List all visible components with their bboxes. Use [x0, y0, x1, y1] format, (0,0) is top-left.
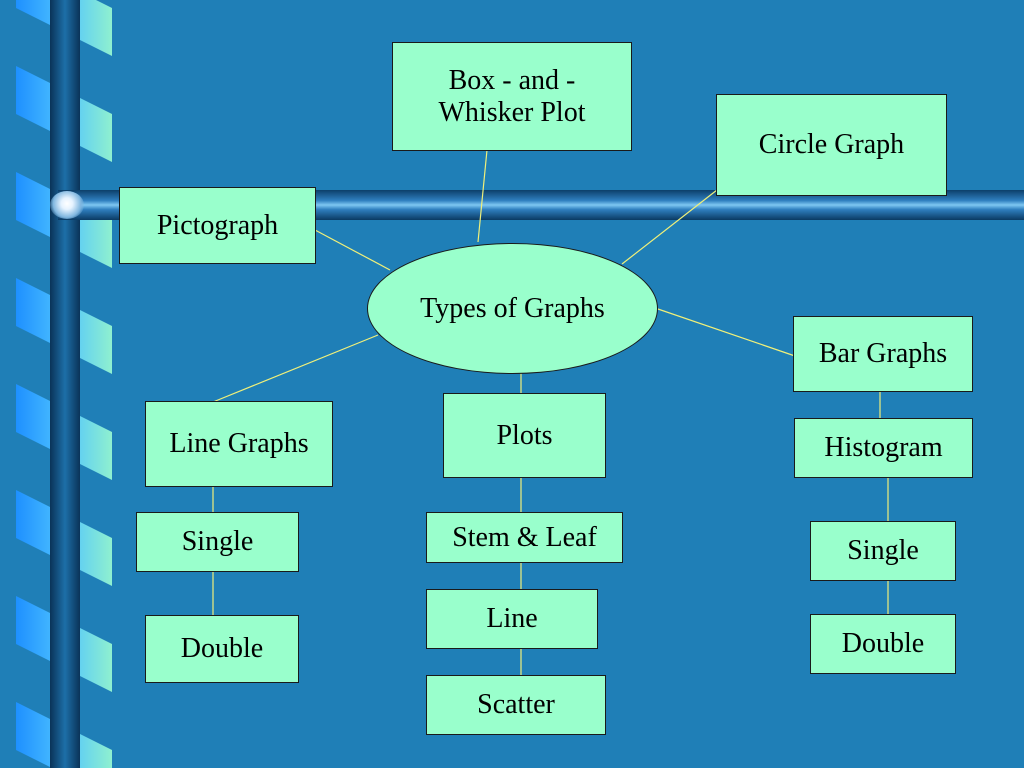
node-line-graphs: Line Graphs — [145, 401, 333, 487]
node-bar-graphs: Bar Graphs — [793, 316, 973, 392]
node-plots: Plots — [443, 393, 606, 478]
spiral-binding-decoration — [0, 0, 112, 768]
link-center-pictograph — [314, 229, 391, 271]
node-circle-graph: Circle Graph — [716, 94, 947, 196]
node-histogram: Histogram — [794, 418, 973, 478]
link-center-line-graphs — [212, 334, 379, 403]
node-pictograph: Pictograph — [119, 187, 316, 264]
link-center-bar-graphs — [654, 307, 796, 357]
node-bar-single: Single — [810, 521, 956, 581]
node-line-single: Single — [136, 512, 299, 572]
node-stem-and-leaf: Stem & Leaf — [426, 512, 623, 563]
node-line-double: Double — [145, 615, 299, 683]
node-types-of-graphs: Types of Graphs — [367, 243, 658, 374]
node-bar-double: Double — [810, 614, 956, 674]
bar-knob-decoration — [50, 191, 84, 219]
node-box-whisker-plot: Box - and - Whisker Plot — [392, 42, 632, 151]
node-line-plot: Line — [426, 589, 598, 649]
node-scatter: Scatter — [426, 675, 606, 735]
